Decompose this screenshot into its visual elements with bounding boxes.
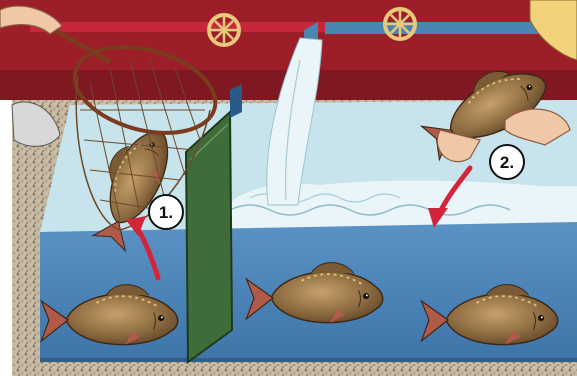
valve-wheel-icon bbox=[209, 15, 239, 45]
step-label: 1. bbox=[159, 203, 173, 222]
valve-wheel-icon bbox=[385, 9, 415, 39]
step-marker-1: 1. bbox=[149, 195, 183, 229]
step-marker-2: 2. bbox=[490, 145, 524, 179]
step-label: 2. bbox=[500, 153, 514, 172]
red-pipe bbox=[30, 22, 330, 32]
